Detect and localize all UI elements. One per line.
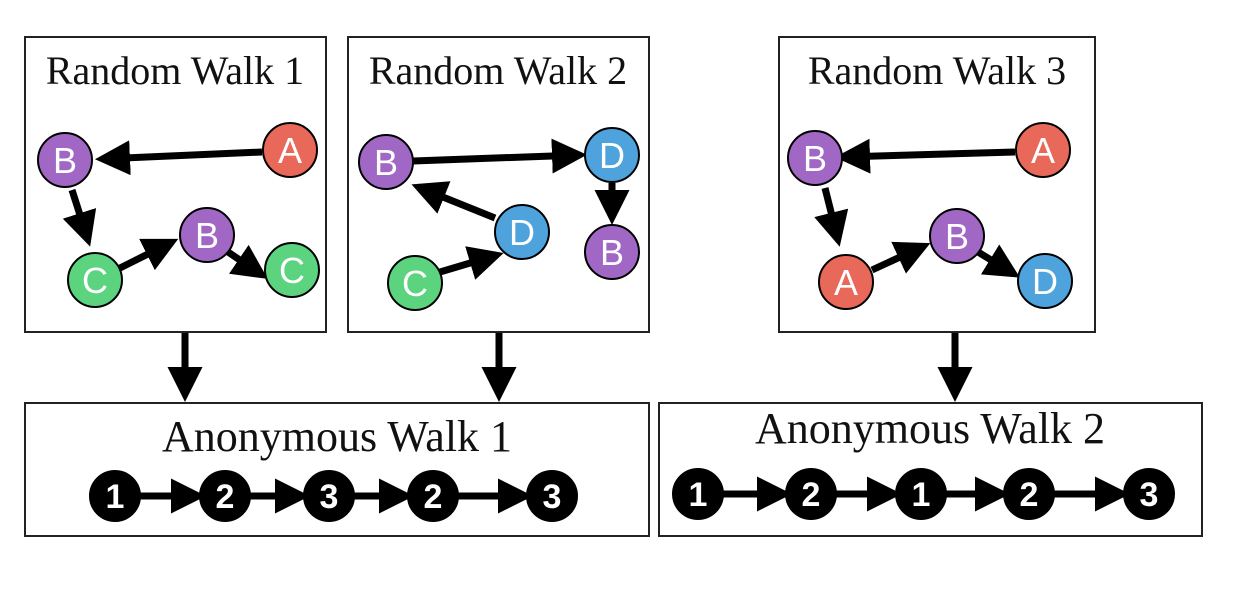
- aw1-step-1: 1: [89, 470, 141, 522]
- aw2-step-2-label: 2: [802, 476, 821, 514]
- rw1-node-4: B: [179, 207, 235, 263]
- aw1-step-5-label: 3: [543, 478, 562, 516]
- aw1-step-5-circle: [526, 470, 578, 522]
- aw1-step-4: 2: [407, 470, 459, 522]
- random-walk-3-title: Random Walk 3: [808, 48, 1066, 93]
- rw2-node-5: B: [584, 224, 640, 280]
- aw1-step-3: 3: [303, 470, 355, 522]
- rw3-node-3-circle: [818, 254, 874, 310]
- rw3-node-2-label: B: [803, 138, 827, 179]
- rw1-node-1-circle: [262, 122, 318, 178]
- rw3-node-5-circle: [1017, 253, 1073, 309]
- aw2-step-4-label: 2: [1020, 476, 1039, 514]
- rw2-node-4: D: [584, 127, 640, 183]
- rw2-edge-c-d: [438, 246, 504, 280]
- rw3-node-2: B: [787, 130, 843, 186]
- aw1-step-2-circle: [199, 470, 251, 522]
- aw2-step-3: 1: [895, 468, 947, 520]
- random-walk-2-title: Random Walk 2: [369, 48, 627, 93]
- anonymous-walk-2-panel: Anonymous Walk 2 1 2 1 2 3: [658, 402, 1203, 537]
- rw1-node-2: B: [37, 132, 93, 188]
- rw1-node-5-circle: [264, 242, 320, 298]
- aw2-step-4: 2: [1003, 468, 1055, 520]
- rw2-node-2-circle: [494, 204, 550, 260]
- rw2-node-4-label: D: [599, 135, 625, 176]
- rw2-node-3-label: B: [374, 142, 398, 183]
- rw1-node-4-circle: [179, 207, 235, 263]
- rw1-node-1: A: [262, 122, 318, 178]
- rw2-node-4-circle: [584, 127, 640, 183]
- rw3-node-4: B: [929, 208, 985, 264]
- rw1-edge-b-c2: [226, 244, 268, 279]
- rw1-node-2-circle: [37, 132, 93, 188]
- aw2-step-2-circle: [785, 468, 837, 520]
- rw3-node-5: D: [1017, 253, 1073, 309]
- anonymous-walk-2-title: Anonymous Walk 2: [755, 404, 1105, 453]
- rw3-node-2-circle: [787, 130, 843, 186]
- aw2-step-2: 2: [785, 468, 837, 520]
- rw1-node-5: C: [264, 242, 320, 298]
- aw2-step-1: 1: [672, 468, 724, 520]
- aw2-step-1-circle: [672, 468, 724, 520]
- rw3-node-4-label: B: [945, 216, 969, 257]
- rw2-edge-d-b: [411, 181, 497, 222]
- rw3-node-3: A: [818, 254, 874, 310]
- rw1-edge-a-b: [95, 140, 263, 176]
- aw2-step-4-circle: [1003, 468, 1055, 520]
- rw2-node-2-label: D: [509, 212, 535, 253]
- rw2-node-1-circle: [387, 255, 443, 311]
- aw1-step-3-label: 3: [320, 478, 339, 516]
- rw1-node-3: C: [67, 252, 123, 308]
- random-walk-3-panel: Random Walk 3 A B A B D: [778, 36, 1096, 333]
- aw2-step-3-label: 1: [912, 476, 931, 514]
- aw1-step-4-circle: [407, 470, 459, 522]
- rw2-node-1: C: [387, 255, 443, 311]
- rw3-node-1-label: A: [1031, 130, 1055, 171]
- rw1-node-1-label: A: [278, 130, 302, 171]
- aw1-step-5: 3: [526, 470, 578, 522]
- anonymous-walk-1-panel: Anonymous Walk 1 1 2 3 2 3: [24, 402, 650, 537]
- aw2-step-5-circle: [1123, 468, 1175, 520]
- aw1-step-1-circle: [89, 470, 141, 522]
- aw1-step-2-label: 2: [216, 478, 235, 516]
- rw3-edge-a-b: [835, 138, 1016, 174]
- random-walk-1-panel: Random Walk 1 A B C B C: [24, 36, 327, 333]
- rw2-node-1-label: C: [402, 263, 428, 304]
- random-walk-2-panel: Random Walk 2 C D B D B: [347, 36, 650, 333]
- rw3-edge-b-a: [814, 187, 849, 247]
- rw1-node-3-circle: [67, 252, 123, 308]
- rw3-node-1-circle: [1015, 122, 1071, 178]
- rw2-node-2: D: [494, 204, 550, 260]
- aw2-step-5-label: 3: [1140, 476, 1159, 514]
- rw1-edge-b-c: [62, 188, 97, 247]
- rw3-node-1: A: [1015, 122, 1071, 178]
- aw1-step-1-label: 1: [106, 478, 125, 516]
- rw3-node-4-circle: [929, 208, 985, 264]
- rw3-edge-b-d: [976, 244, 1020, 278]
- rw3-edge-a-b2: [870, 241, 931, 274]
- rw2-node-3-circle: [358, 134, 414, 190]
- rw2-node-5-label: B: [600, 232, 624, 273]
- aw2-step-5: 3: [1123, 468, 1175, 520]
- aw1-step-4-label: 2: [424, 478, 443, 516]
- rw1-node-5-label: C: [279, 250, 305, 291]
- rw3-node-3-label: A: [834, 262, 858, 303]
- aw1-step-3-circle: [303, 470, 355, 522]
- rw1-edge-c-b: [118, 238, 179, 272]
- aw2-step-1-label: 1: [689, 476, 708, 514]
- rw1-node-4-label: B: [195, 215, 219, 256]
- rw1-node-3-label: C: [82, 260, 108, 301]
- rw2-edge-b-d: [412, 138, 587, 174]
- aw2-step-3-circle: [895, 468, 947, 520]
- rw2-node-5-circle: [584, 224, 640, 280]
- random-walk-1-title: Random Walk 1: [46, 48, 304, 93]
- rw1-node-2-label: B: [53, 140, 77, 181]
- rw2-node-3: B: [358, 134, 414, 190]
- rw3-node-5-label: D: [1032, 261, 1058, 302]
- anonymous-walk-1-title: Anonymous Walk 1: [162, 412, 512, 461]
- aw1-step-2: 2: [199, 470, 251, 522]
